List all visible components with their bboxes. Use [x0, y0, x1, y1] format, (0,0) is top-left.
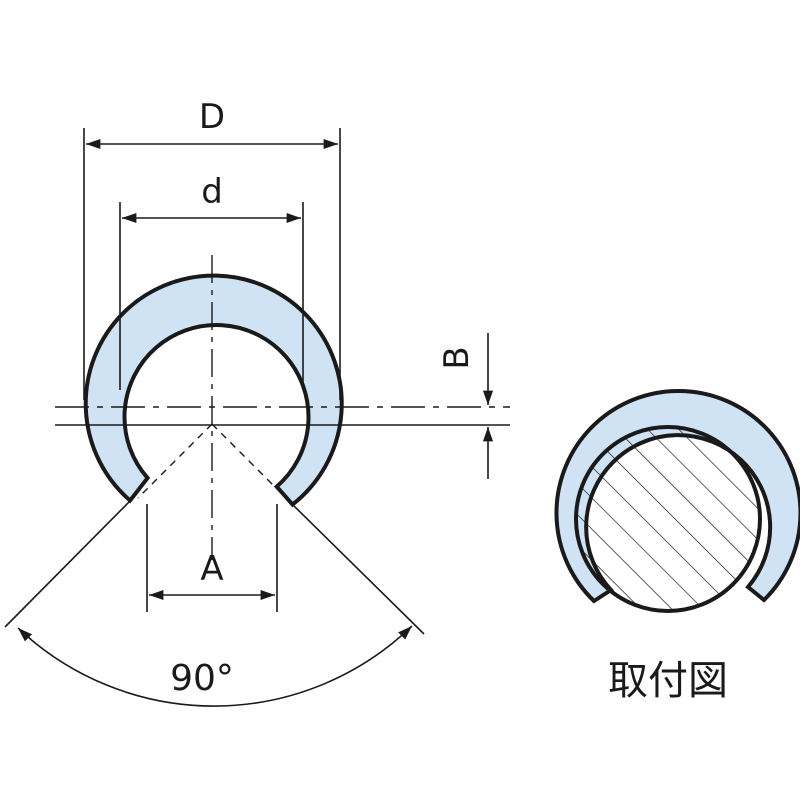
- label-d: d: [201, 172, 223, 212]
- shaft-cross-section: [574, 425, 762, 613]
- retaining-ring: [83, 273, 344, 508]
- ring-dimension-view: D d A B 90°: [4, 97, 510, 707]
- label-angle: 90°: [170, 658, 234, 699]
- horizontal-centerlines: [55, 406, 510, 426]
- label-D: D: [199, 97, 225, 137]
- label-A: A: [200, 549, 223, 589]
- angle-arc: [17, 625, 413, 707]
- installation-view: 取付図: [554, 389, 800, 704]
- label-B: B: [437, 346, 477, 369]
- angle-construction-lines: [137, 423, 287, 499]
- install-caption: 取付図: [608, 658, 728, 704]
- dimension-A: [146, 504, 278, 612]
- dimension-d: [119, 202, 304, 390]
- dimension-D: [83, 128, 341, 400]
- angle-leg-lines: [4, 500, 425, 635]
